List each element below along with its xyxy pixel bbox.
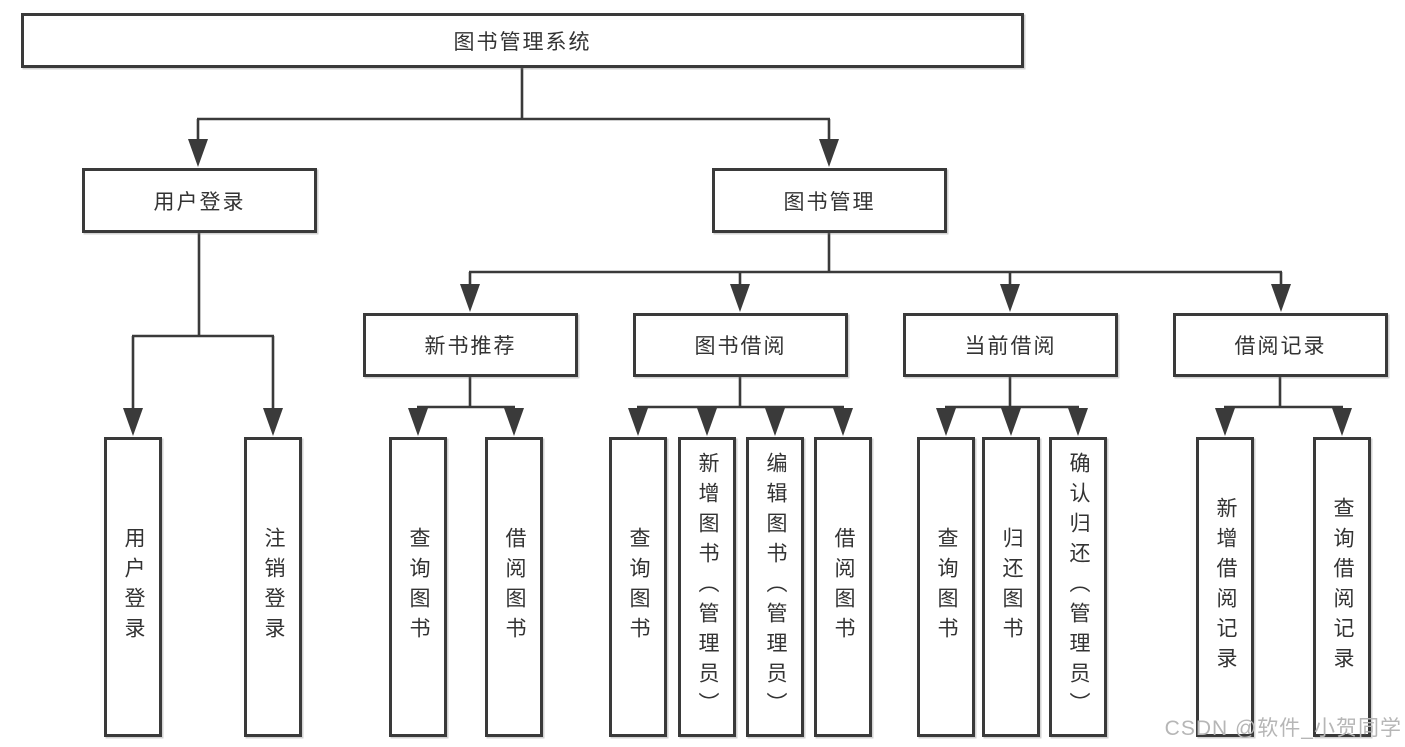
node-label: 借阅图书 [832,527,855,647]
leaf-borrow-books: 借阅图书 [485,437,543,737]
connector-new-book-children [408,377,524,436]
node-label: 查询图书 [935,527,958,647]
leaf-query-books: 查询图书 [609,437,667,737]
node-label: 编辑图书（管理员） [764,452,787,722]
node-label: 归还图书 [1000,527,1023,647]
node-user-login: 用户登录 [82,168,317,233]
node-label: 新书推荐 [424,335,517,358]
node-label: 借阅记录 [1234,335,1327,358]
node-label: 确认归还（管理员） [1067,452,1090,722]
leaf-confirm-return-admin: 确认归还（管理员） [1049,437,1107,737]
leaf-borrow-books: 借阅图书 [814,437,872,737]
node-label: 图书管理系统 [453,30,592,54]
leaf-query-books: 查询图书 [389,437,447,737]
node-current-borrowing: 当前借阅 [903,313,1118,377]
node-book-borrowing: 图书借阅 [633,313,848,377]
leaf-add-borrow-record: 新增借阅记录 [1196,437,1254,737]
node-label: 当前借阅 [964,335,1057,358]
node-label: 用户登录 [153,190,246,214]
node-label: 新增图书（管理员） [696,452,719,722]
node-label: 查询图书 [627,527,650,647]
node-label: 新增借阅记录 [1214,497,1237,677]
leaf-query-borrow-record: 查询借阅记录 [1313,437,1371,737]
node-label: 用户登录 [122,527,145,647]
node-label: 图书管理 [783,190,876,214]
leaf-query-books: 查询图书 [917,437,975,737]
leaf-edit-books-admin: 编辑图书（管理员） [746,437,804,737]
connector-current-children [936,377,1088,436]
leaf-logout: 注销登录 [244,437,302,737]
leaf-add-books-admin: 新增图书（管理员） [678,437,736,737]
connector-records-children [1215,377,1352,436]
connector-borrowing-children [628,377,853,436]
node-label: 借阅图书 [503,527,526,647]
node-library-management-system: 图书管理系统 [21,13,1024,68]
node-label: 图书借阅 [694,335,787,358]
leaf-user-login: 用户登录 [104,437,162,737]
csdn-watermark: CSDN @软件_小贺同学 [1164,717,1402,740]
leaf-return-books: 归还图书 [982,437,1040,737]
node-label: 注销登录 [262,527,285,647]
connector-book-mgmt-children [460,233,1291,312]
node-new-book-recommendation: 新书推荐 [363,313,578,377]
node-label: 查询借阅记录 [1331,497,1354,677]
node-borrowing-records: 借阅记录 [1173,313,1388,377]
node-label: 查询图书 [407,527,430,647]
connector-user-login-children [123,233,283,436]
connector-root-to-level2 [188,68,839,167]
node-book-management: 图书管理 [712,168,947,233]
